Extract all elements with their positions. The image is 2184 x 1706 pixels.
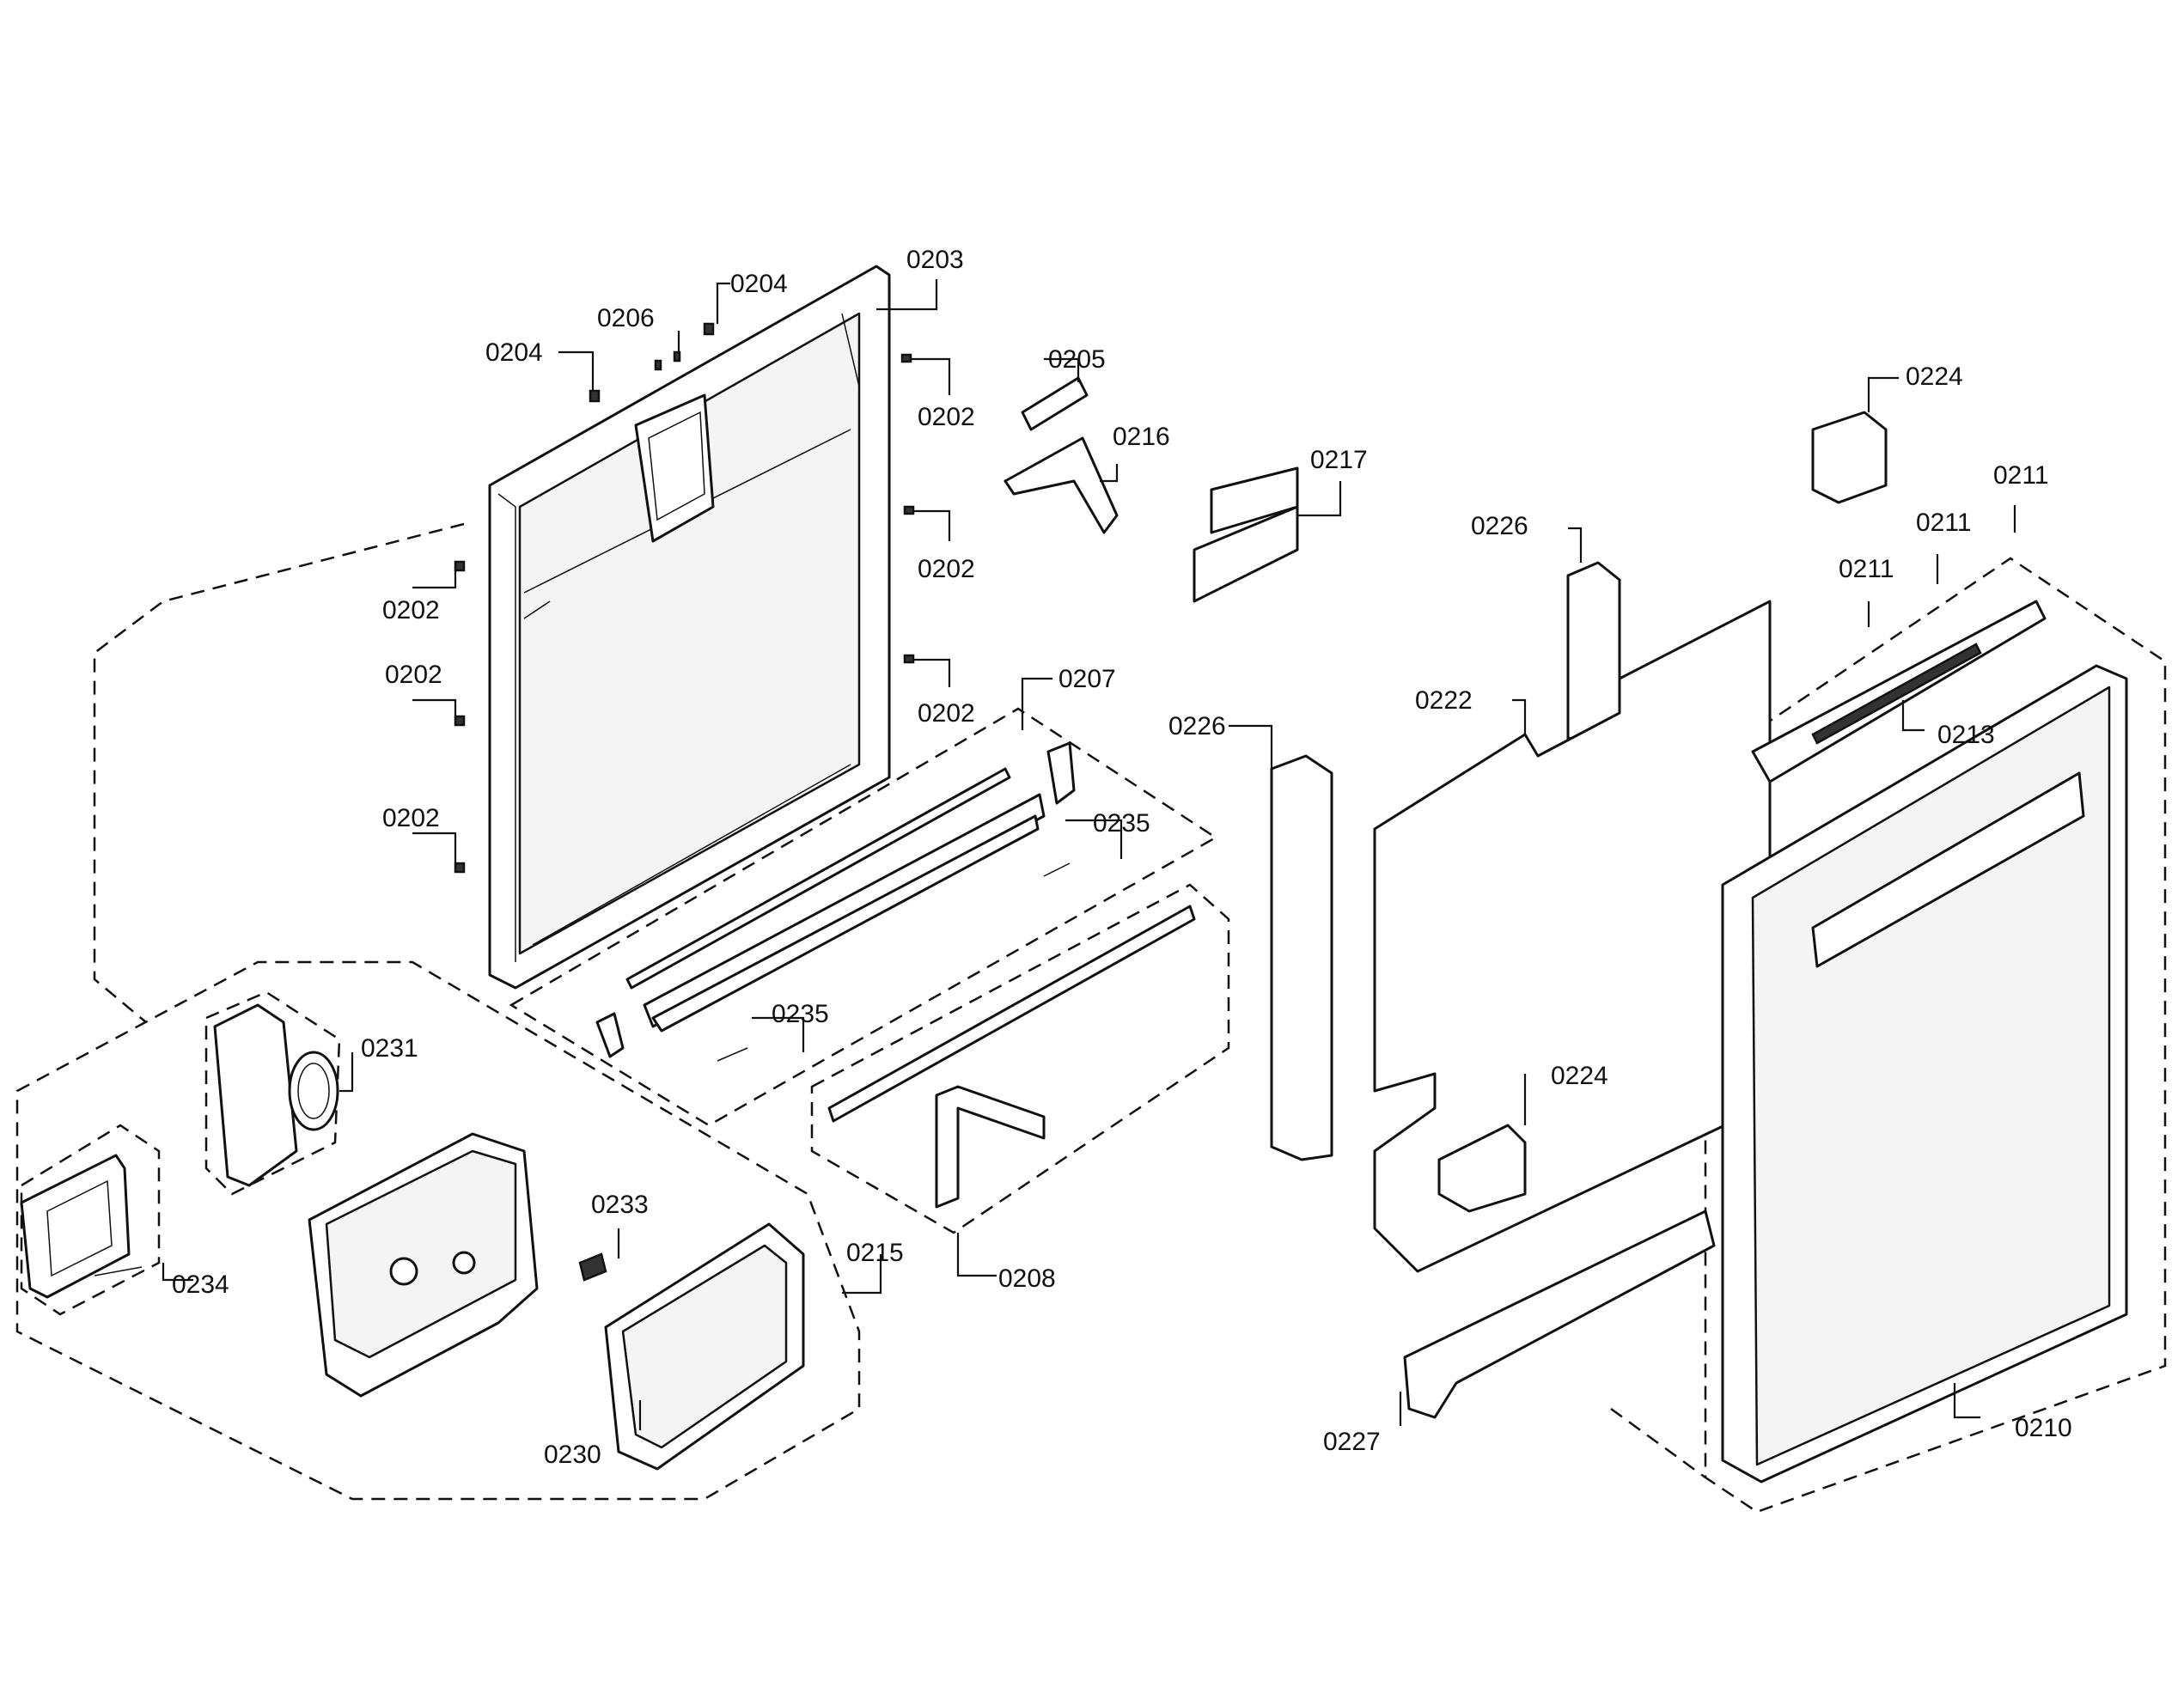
- inner-door-frame-0203: [488, 265, 891, 990]
- label-0226-top: 0226: [1471, 512, 1528, 540]
- label-0235-upper: 0235: [1093, 809, 1150, 838]
- label-0203: 0203: [906, 246, 964, 274]
- label-0216: 0216: [1113, 423, 1170, 451]
- label-0207: 0207: [1058, 665, 1116, 693]
- label-0222: 0222: [1415, 686, 1473, 715]
- slide-rail-0208: [827, 905, 1196, 1209]
- label-0202-left-3: 0202: [382, 804, 440, 832]
- toe-kick-0227: [1403, 1209, 1716, 1419]
- leader-lines: [162, 279, 2016, 1430]
- label-0202-right-2: 0202: [918, 555, 975, 583]
- label-0205: 0205: [1048, 345, 1106, 374]
- label-0204-left: 0204: [485, 338, 543, 367]
- label-0217: 0217: [1310, 446, 1368, 474]
- label-0226-left: 0226: [1168, 712, 1226, 740]
- hinge-brackets: [1004, 376, 1119, 534]
- label-0224-top: 0224: [1906, 363, 1963, 391]
- label-0208: 0208: [998, 1264, 1056, 1293]
- bracket-0217: [1193, 466, 1299, 603]
- label-0202-right-1: 0202: [918, 403, 975, 431]
- label-0211-3: 0211: [1839, 555, 1894, 583]
- bottom-rail-0207: [595, 741, 1076, 1062]
- side-trims-0226: [1270, 561, 1621, 1161]
- label-0235-lower: 0235: [772, 1000, 829, 1028]
- assembly-outlines: [15, 522, 2167, 1514]
- label-0210: 0210: [2015, 1414, 2072, 1442]
- label-0202-left-1: 0202: [382, 596, 440, 625]
- label-0211-2: 0211: [1916, 509, 1972, 537]
- control-module-0215: [20, 1003, 805, 1471]
- label-0230: 0230: [544, 1441, 601, 1469]
- label-0234: 0234: [172, 1270, 229, 1299]
- label-0206: 0206: [597, 304, 655, 332]
- label-0202-right-3: 0202: [918, 699, 975, 728]
- outer-door-panel-0210: [1721, 664, 2128, 1484]
- label-0215: 0215: [846, 1239, 904, 1267]
- label-0202-left-2: 0202: [385, 661, 442, 689]
- label-0233: 0233: [591, 1191, 649, 1219]
- insulation-panel-0222: [1373, 411, 1888, 1273]
- screws: [454, 322, 915, 874]
- label-0224-lower: 0224: [1551, 1062, 1608, 1090]
- label-0231: 0231: [361, 1034, 418, 1063]
- label-0213: 0213: [1937, 721, 1995, 749]
- label-0227: 0227: [1323, 1428, 1381, 1456]
- part-labels: 0203 0204 0206 0204 0202 0205 0216 0217 …: [172, 246, 2072, 1469]
- label-0211-1: 0211: [1993, 461, 2049, 490]
- handle-bar-0213: [1751, 600, 2047, 783]
- label-0204-top: 0204: [730, 270, 788, 298]
